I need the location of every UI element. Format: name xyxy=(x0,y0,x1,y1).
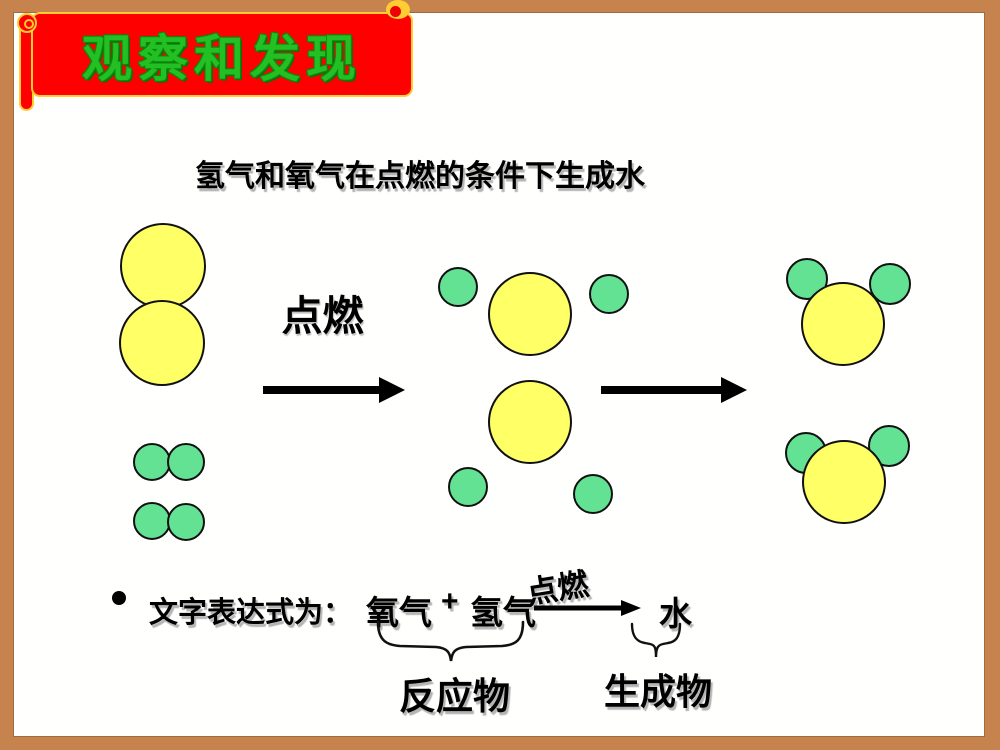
oxygen-atom xyxy=(801,282,885,366)
slide-heading: 氢气和氧气在点燃的条件下生成水 xyxy=(195,160,645,193)
oxygen-atom xyxy=(802,440,886,524)
banner: 观察和发现 xyxy=(31,12,413,97)
oxygen-atom xyxy=(488,272,572,356)
hydrogen-atom xyxy=(573,474,613,514)
hydrogen-atom xyxy=(167,503,205,541)
oxygen-atom xyxy=(488,380,572,464)
hydrogen-atom xyxy=(167,443,205,481)
formula-prefix: 文字表达式为： xyxy=(149,597,353,629)
oxygen-atom xyxy=(120,223,206,309)
bullet-icon xyxy=(112,591,126,605)
hydrogen-atom xyxy=(133,443,171,481)
hydrogen-atom xyxy=(589,274,629,314)
ignite-condition-label: 点燃 xyxy=(281,293,364,339)
banner-scroll-curl-right-icon xyxy=(386,0,410,19)
products-label: 生成物 xyxy=(604,671,713,712)
banner-scroll-curl-left-icon xyxy=(17,13,37,33)
hydrogen-atom xyxy=(438,267,478,307)
reactants-label: 反应物 xyxy=(399,676,510,717)
oxygen-atom xyxy=(119,300,205,386)
banner-title: 观察和发现 xyxy=(82,30,362,87)
formula-plus-sign: + xyxy=(441,585,459,618)
hydrogen-atom xyxy=(448,467,488,507)
hydrogen-atom xyxy=(133,502,171,540)
